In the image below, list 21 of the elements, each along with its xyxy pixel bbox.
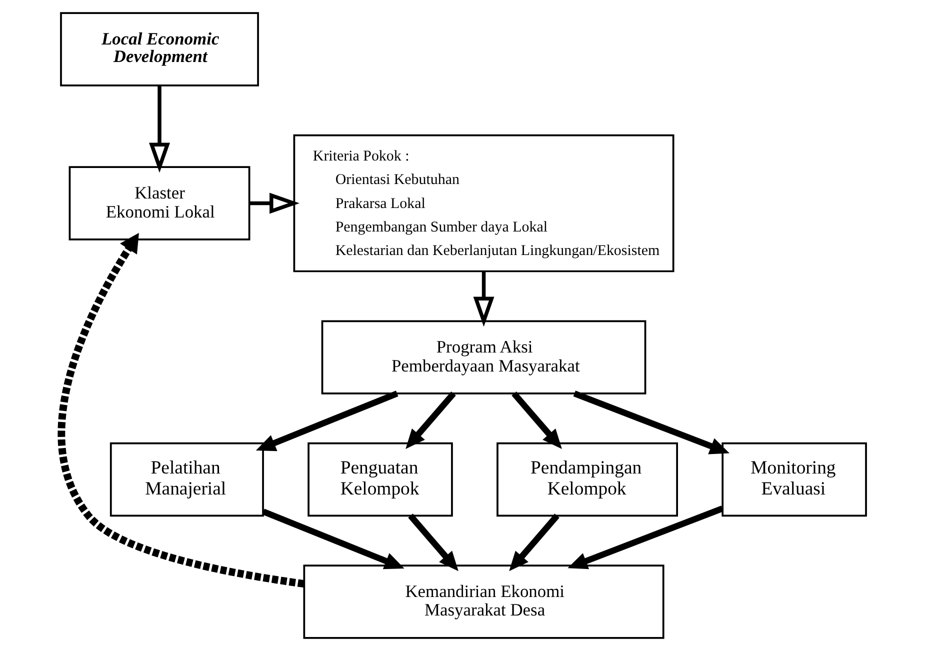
arrow xyxy=(408,514,458,572)
arrow xyxy=(568,506,724,570)
arrow xyxy=(512,391,562,449)
node-box: Program Aksi Pemberdayaan Masyarakat xyxy=(321,320,646,394)
node-box: Pelatihan Manajerial xyxy=(110,442,264,517)
node-box: Pendampingan Kelompok xyxy=(496,442,678,517)
arrow xyxy=(473,271,494,327)
node-box: Kriteria Pokok : Orientasi Kebutuhan Prakarsa Lokal Pengembangan Sumber daya Lokal Kelestarian dan Keberlanjutan Lingkungan/Ekosistem xyxy=(293,134,674,272)
node-box: Monitoring Evaluasi xyxy=(722,442,867,517)
arrow xyxy=(256,390,398,452)
arrow xyxy=(262,508,404,570)
node-box: Klaster Ekonomi Lokal xyxy=(68,166,250,240)
node-box: Kemandirian Ekonomi Masyarakat Desa xyxy=(303,564,664,639)
arrow xyxy=(406,391,456,449)
node-box: Penguatan Kelompok xyxy=(308,442,453,517)
arrow xyxy=(509,514,560,572)
arrow xyxy=(58,232,305,588)
arrow xyxy=(573,390,730,454)
arrow xyxy=(249,192,300,214)
arrow xyxy=(149,86,170,173)
node-box: Local Economic Development xyxy=(60,12,259,86)
